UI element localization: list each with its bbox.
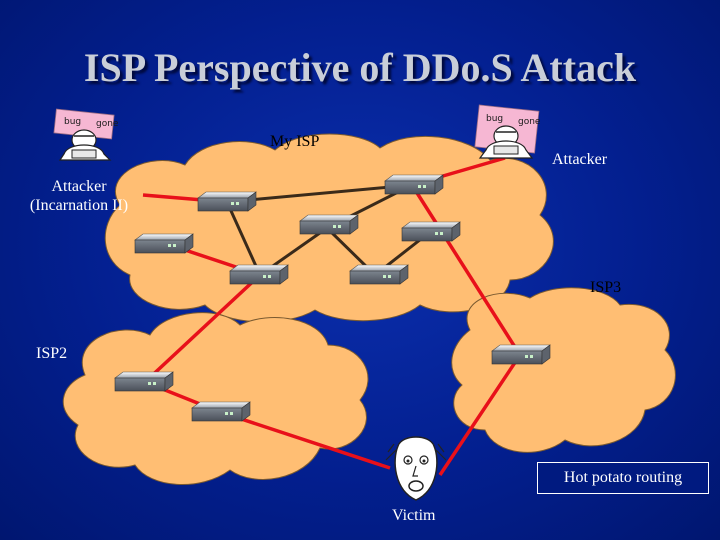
router-my-isp-3: [299, 214, 359, 235]
label-isp2: ISP2: [36, 345, 68, 362]
router-isp3-1: [491, 344, 551, 365]
label-attacker-incarnation-line1: Attacker: [51, 178, 107, 195]
hacker-icon: bug gone: [474, 104, 541, 159]
router-isp2-1: [114, 371, 174, 392]
label-victim: Victim: [392, 507, 436, 524]
cloud-isp2: [62, 312, 369, 486]
router-my-isp-6: [229, 264, 289, 285]
sign-text-gone: gone: [96, 119, 119, 129]
slide-title: ISP Perspective of DDo.S Attack: [83, 45, 637, 90]
sign-text-gone: gone: [518, 117, 541, 127]
hot-potato-routing-box: Hot potato routing: [537, 462, 709, 494]
label-attacker-incarnation-line2: (Incarnation II): [29, 197, 129, 214]
label-isp3: ISP3: [590, 279, 622, 296]
sign-text-bug: bug: [486, 114, 503, 124]
router-my-isp-7: [349, 264, 409, 285]
hacker-icon: bug gone: [53, 108, 119, 161]
label-attacker: Attacker: [552, 151, 608, 168]
cloud-isp3: [451, 287, 676, 453]
router-isp2-2: [191, 401, 251, 422]
victim-face-icon: [385, 436, 447, 501]
label-my-isp: My ISP: [270, 133, 320, 150]
router-my-isp-2: [384, 174, 444, 195]
router-my-isp-1: [197, 191, 257, 212]
router-my-isp-4: [401, 221, 461, 242]
label-attacker-incarnation: Attacker (Incarnation II): [12, 177, 146, 215]
router-my-isp-5: [134, 233, 194, 254]
sign-text-bug: bug: [64, 117, 81, 127]
